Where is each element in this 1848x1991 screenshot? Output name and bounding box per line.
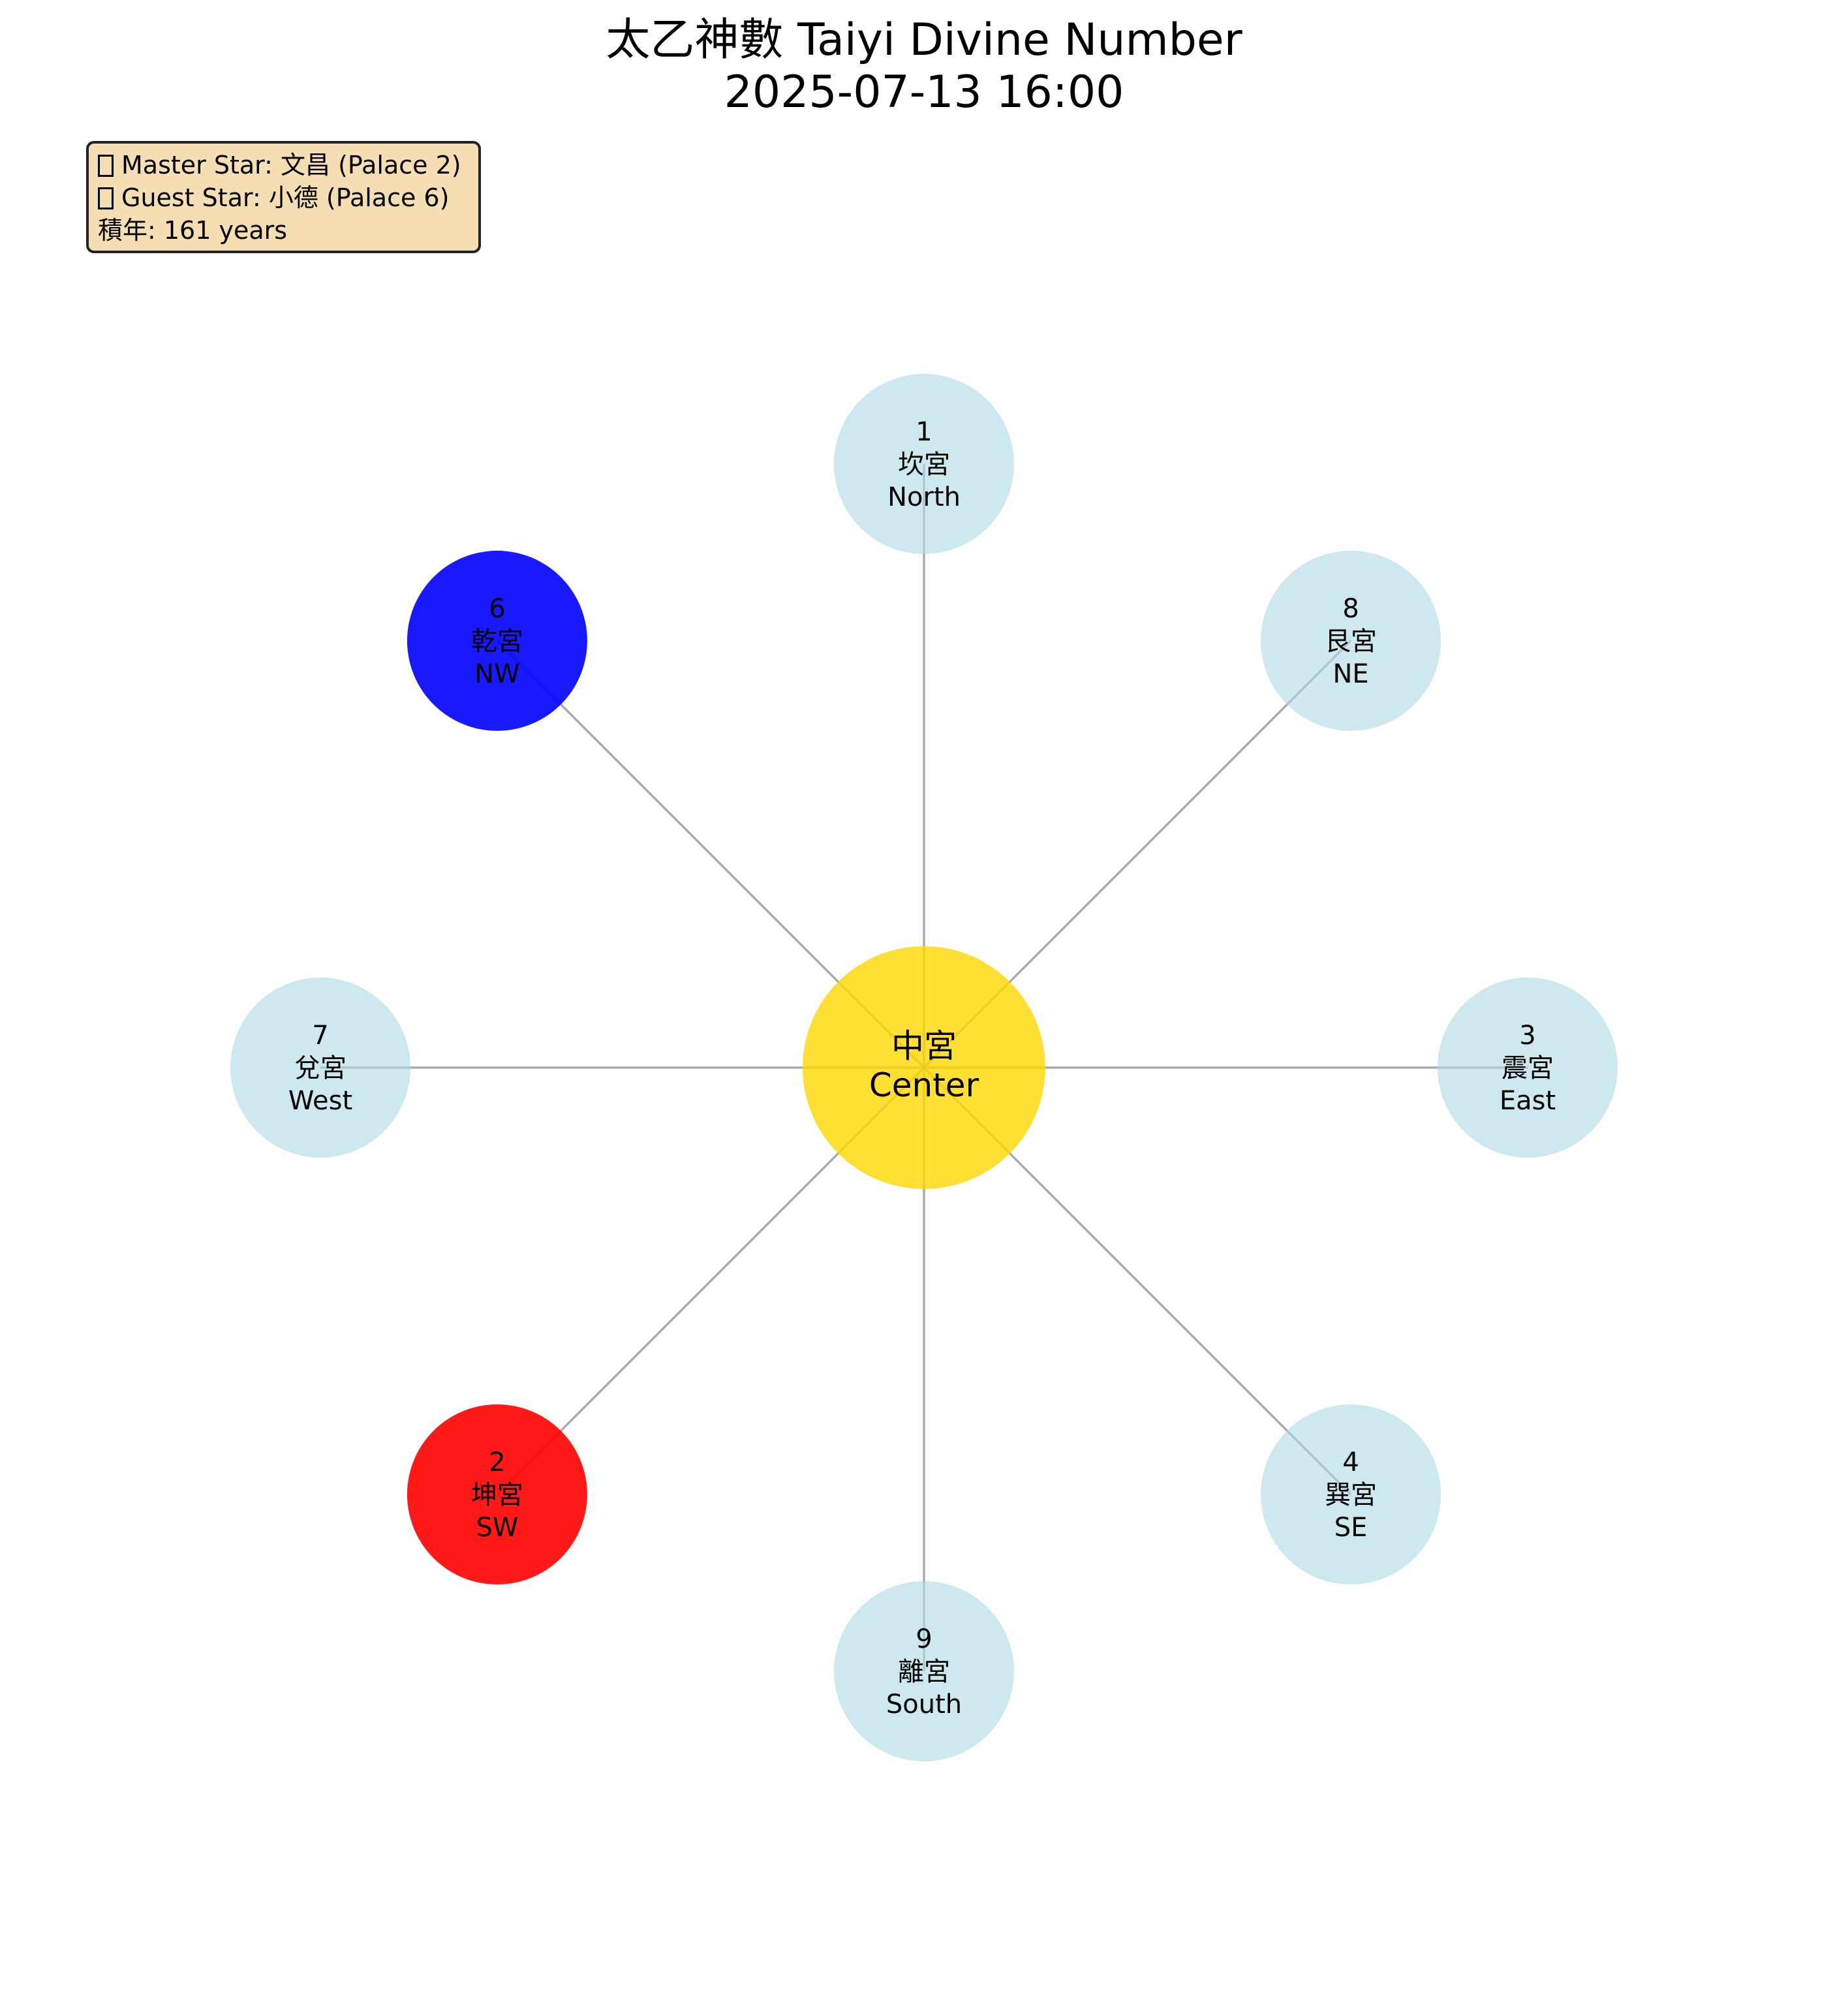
palace-circle-east xyxy=(1438,978,1618,1158)
palace-direction-nw: NW xyxy=(474,659,519,689)
accumulated-years-text: 積年: 161 years xyxy=(98,216,288,245)
palace-direction-west: West xyxy=(288,1086,352,1116)
palace-name-north: 坎宮 xyxy=(898,450,950,480)
palace-number-sw: 2 xyxy=(489,1447,505,1477)
palace-direction-se: SE xyxy=(1334,1513,1368,1543)
palace-name-south: 離宮 xyxy=(898,1657,950,1687)
palace-circle-se xyxy=(1261,1404,1441,1585)
master-star-row: Master Star: 文昌 (Palace 2) xyxy=(98,149,469,181)
palace-name-nw: 乾宮 xyxy=(471,626,523,656)
palace-direction-ne: NE xyxy=(1332,659,1368,689)
center-palace-name: 中宮 xyxy=(891,1027,957,1065)
palace-circle-south xyxy=(834,1581,1014,1761)
palace-circle-ne xyxy=(1261,550,1441,731)
palace-number-east: 3 xyxy=(1519,1021,1535,1051)
palace-direction-east: East xyxy=(1500,1086,1556,1116)
title-line-2: 2025-07-13 16:00 xyxy=(724,67,1124,118)
center-palace-direction: Center xyxy=(869,1066,979,1104)
palace-name-ne: 艮宮 xyxy=(1325,626,1377,656)
missing-glyph-icon xyxy=(98,187,114,209)
palace-number-north: 1 xyxy=(916,417,932,447)
palace-number-ne: 8 xyxy=(1342,594,1359,624)
palace-circle-north xyxy=(834,374,1014,554)
palace-number-nw: 6 xyxy=(489,594,505,624)
title-line-1: 太乙神數 Taiyi Divine Number xyxy=(606,14,1242,66)
palace-circle-west xyxy=(230,978,410,1158)
missing-glyph-icon xyxy=(98,155,114,177)
master-star-text: Master Star: 文昌 (Palace 2) xyxy=(121,151,461,179)
guest-star-text: Guest Star: 小德 (Palace 6) xyxy=(121,183,450,212)
guest-star-row: Guest Star: 小德 (Palace 6) xyxy=(98,181,469,214)
palace-number-west: 7 xyxy=(312,1021,328,1051)
palace-name-sw: 坤宮 xyxy=(471,1480,523,1510)
palace-number-south: 9 xyxy=(916,1624,932,1654)
star-info-box: Master Star: 文昌 (Palace 2) Guest Star: 小… xyxy=(86,141,481,253)
palace-direction-south: South xyxy=(886,1690,962,1720)
center-palace-circle xyxy=(803,946,1045,1189)
palace-name-east: 震宮 xyxy=(1502,1053,1554,1083)
palace-direction-sw: SW xyxy=(476,1513,518,1543)
palace-number-se: 4 xyxy=(1342,1447,1359,1477)
palace-direction-north: North xyxy=(887,482,961,512)
palace-circle-nw xyxy=(407,550,587,731)
palace-name-se: 巽宮 xyxy=(1325,1480,1377,1510)
palace-name-west: 兌宮 xyxy=(294,1053,346,1083)
palace-circle-sw xyxy=(407,1404,587,1585)
